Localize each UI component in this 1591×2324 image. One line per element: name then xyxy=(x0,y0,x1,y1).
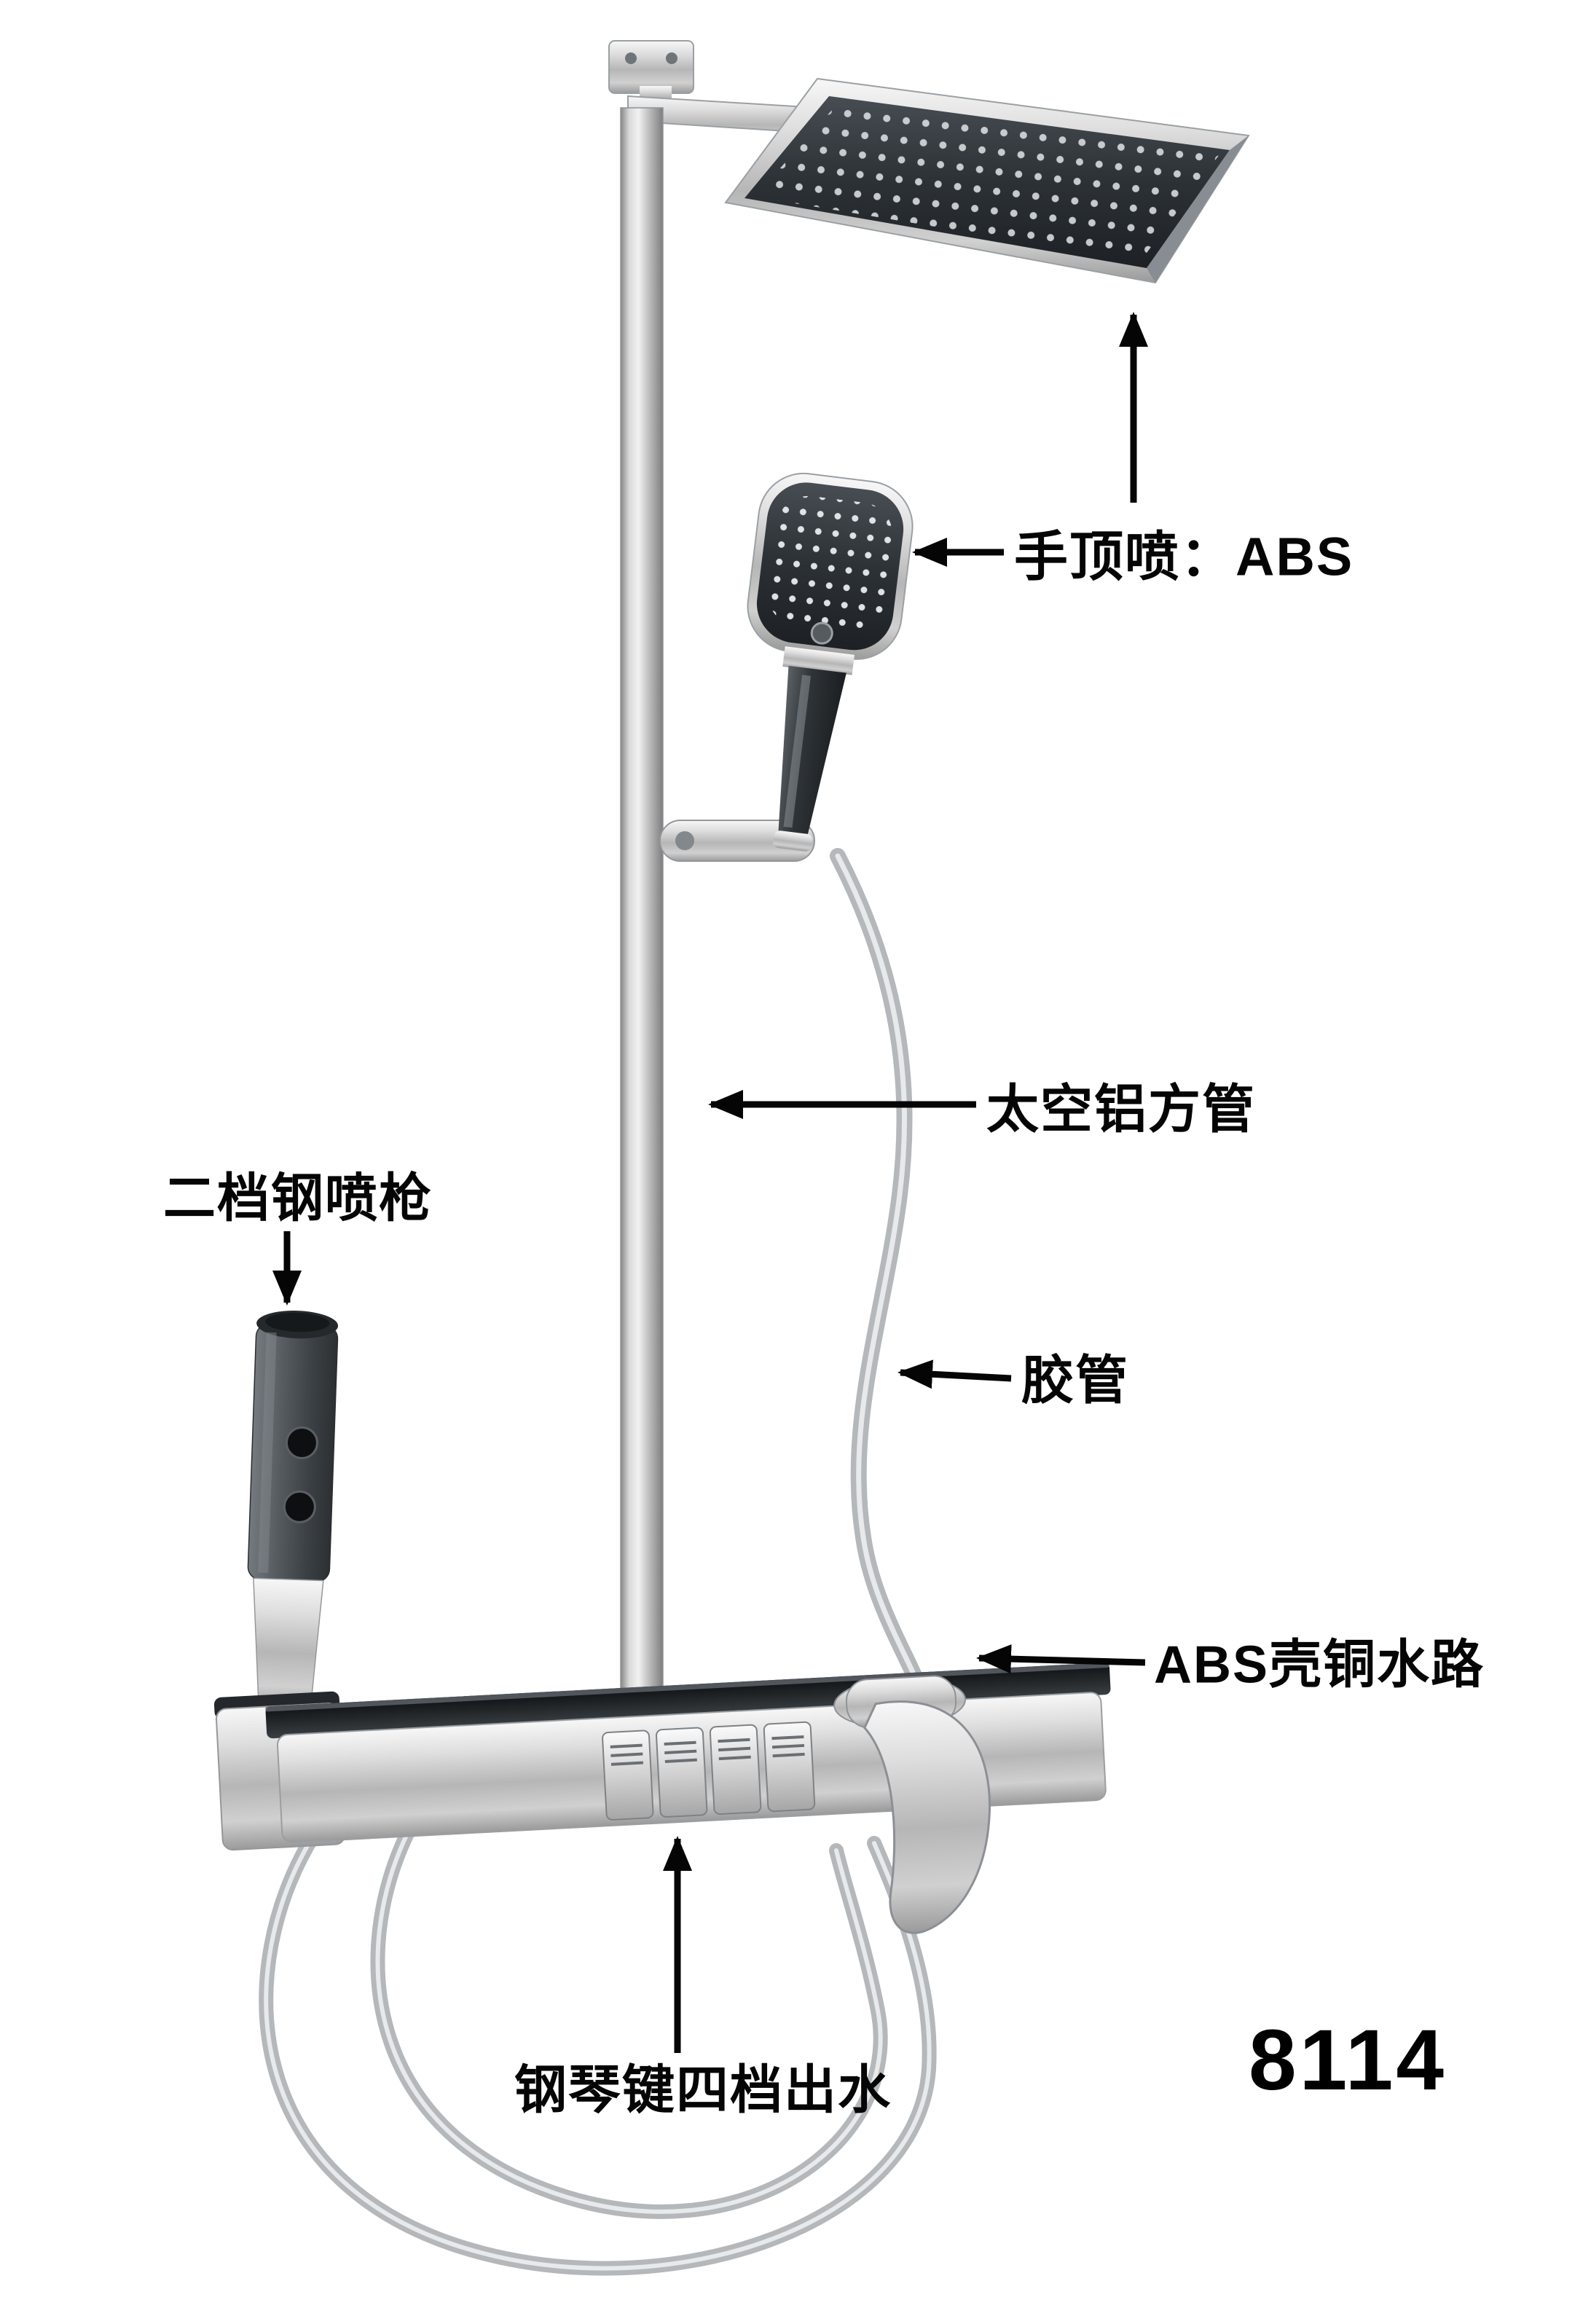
arrow-to-waterway xyxy=(976,1644,1146,1674)
spray-gun-button-top xyxy=(285,1426,318,1459)
shower-hoses xyxy=(259,848,937,2276)
label-spray-gun: 二档钢喷枪 xyxy=(163,1169,433,1228)
spray-gun-button-bottom xyxy=(283,1490,316,1523)
label-piano-keys: 钢琴键四档出水 xyxy=(514,2061,892,2120)
label-hose: 胶管 xyxy=(1021,1351,1130,1410)
label-top-spray: 手顶喷：ABS xyxy=(1014,526,1354,587)
hand-shower xyxy=(747,472,914,852)
label-waterway: ABS壳铜水路 xyxy=(1154,1636,1485,1695)
piano-key-4 xyxy=(763,1721,816,1813)
hand-shower-bracket xyxy=(659,820,815,862)
mixer-handle xyxy=(833,1675,991,1934)
hand-shower-hose xyxy=(830,848,932,1705)
piano-key-3 xyxy=(709,1724,762,1815)
shelf-unit xyxy=(213,1662,1111,1934)
piano-key-1 xyxy=(602,1730,654,1821)
piano-key-2 xyxy=(656,1727,708,1818)
label-aluminum-tube: 太空铝方管 xyxy=(986,1080,1257,1139)
shower-bar xyxy=(620,107,664,1701)
rain-shower-head xyxy=(724,77,1250,284)
arrow-to-hose xyxy=(897,1359,1012,1389)
spray-gun xyxy=(247,1311,339,1715)
piano-keys xyxy=(602,1721,816,1821)
hose-loop-inner xyxy=(370,1825,888,2219)
model-number: 8114 xyxy=(1249,2012,1447,2108)
annotation-arrows xyxy=(272,312,1148,2053)
